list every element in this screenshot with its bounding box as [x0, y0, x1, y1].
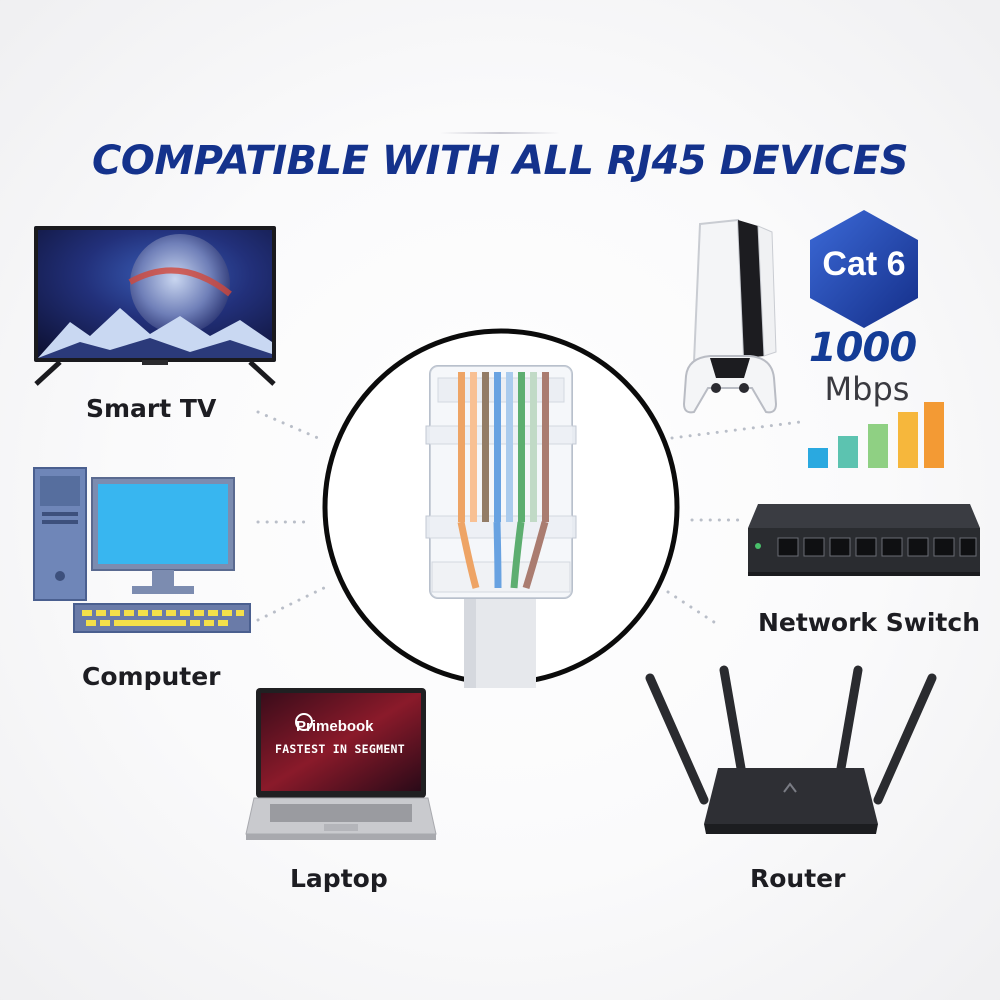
dots-tv	[256, 410, 320, 440]
cat6-badge	[806, 208, 922, 330]
game-console	[680, 218, 780, 416]
desktop-computer-icon	[33, 467, 251, 633]
hexagon-badge-icon	[810, 210, 918, 328]
laptop-tagline: FASTEST IN SEGMENT	[274, 742, 406, 756]
badge-category: Cat 6	[822, 245, 906, 283]
label-network-switch: Network Switch	[758, 608, 980, 637]
laptop-icon	[245, 688, 437, 840]
signal-bar-1	[808, 448, 828, 468]
game-console-icon	[682, 218, 778, 414]
page-title: COMPATIBLE WITH ALL RJ45 DEVICES	[91, 138, 909, 184]
dots-console	[670, 420, 802, 440]
dots-router	[666, 590, 722, 628]
signal-bar-4	[898, 412, 918, 468]
signal-bars-icon	[808, 402, 944, 468]
label-computer: Computer	[82, 662, 221, 691]
rj45-connector	[320, 326, 682, 690]
network-switch-icon	[748, 504, 980, 576]
label-router: Router	[750, 864, 846, 893]
rj45-connector-icon	[322, 328, 680, 690]
title-divider	[440, 132, 560, 134]
signal-bar-2	[838, 436, 858, 468]
tv-icon	[34, 226, 276, 386]
speed-unit: Mbps	[824, 370, 910, 408]
signal-bar-5	[924, 402, 944, 468]
signal-bar-3	[868, 424, 888, 468]
laptop-brand: Primebook	[296, 718, 374, 735]
router-icon	[645, 665, 937, 834]
desktop-computer	[30, 466, 252, 638]
router	[644, 664, 938, 840]
laptop	[244, 686, 438, 846]
network-switch	[744, 498, 984, 580]
label-laptop: Laptop	[290, 864, 388, 893]
label-smart-tv: Smart TV	[86, 394, 217, 423]
smart-tv	[30, 224, 280, 386]
speed-value: 1000	[808, 325, 917, 371]
